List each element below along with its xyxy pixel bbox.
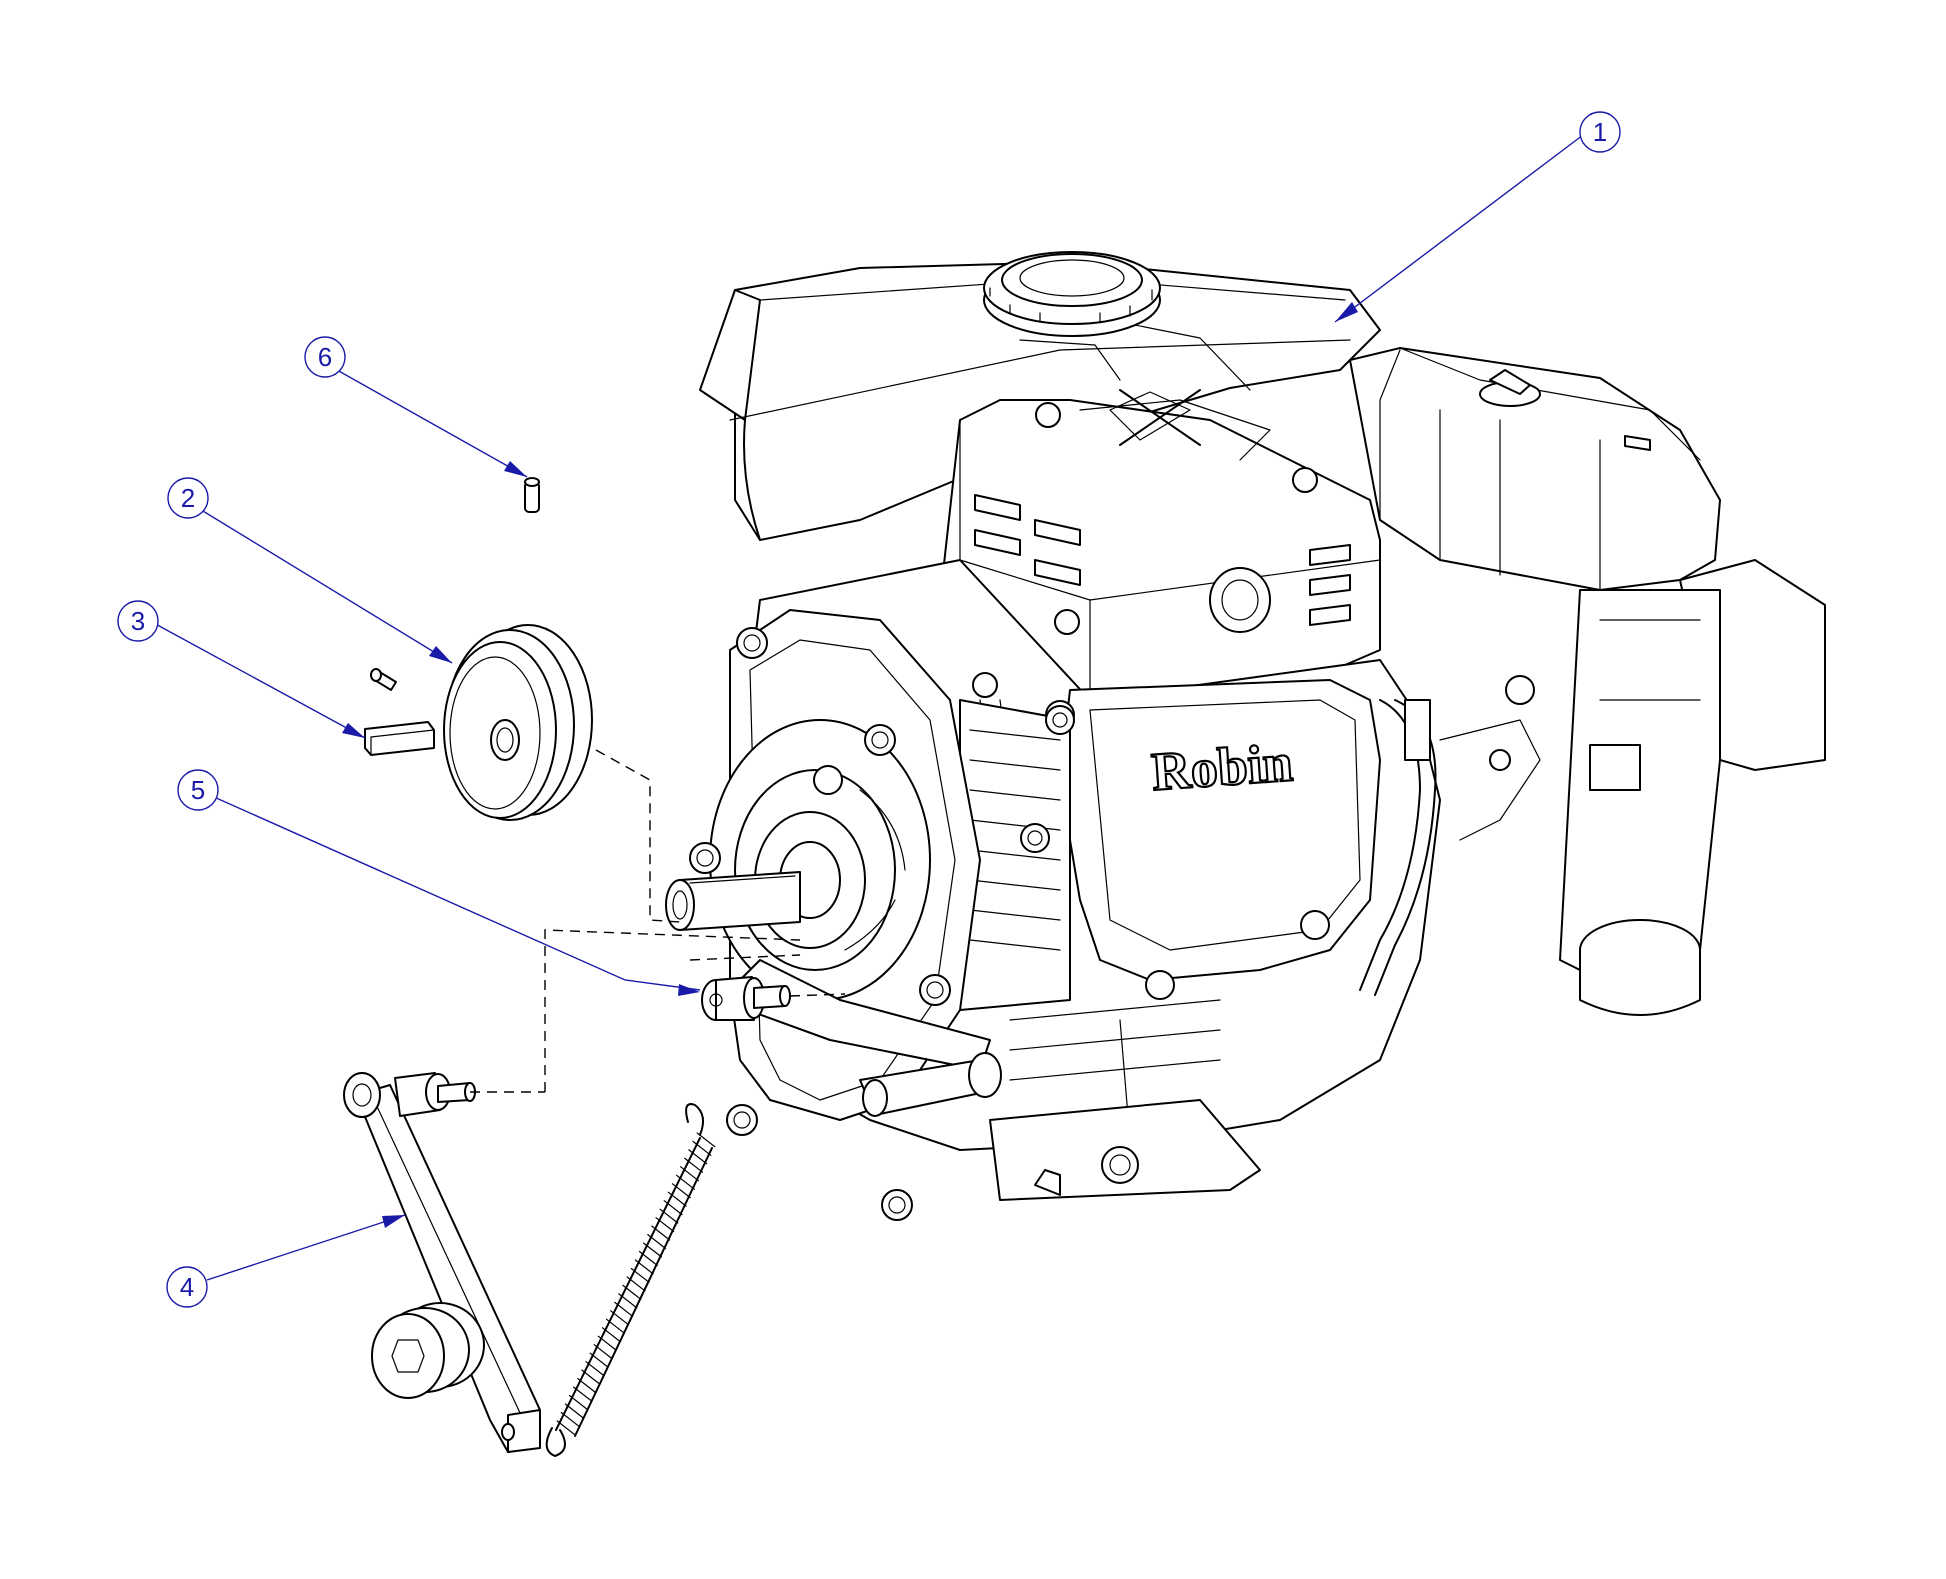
recoil-starter	[1559, 559, 1826, 1016]
tension-spring	[545, 1103, 716, 1457]
idler-pulley	[371, 1302, 485, 1399]
shaft-key	[364, 721, 435, 756]
callout-3[interactable]: 3	[117, 600, 366, 739]
callout-5-label: 5	[191, 775, 205, 805]
engine-assembly: Robin	[665, 251, 1826, 1221]
roll-pin	[524, 477, 540, 513]
idler-arm	[343, 1072, 541, 1453]
crankshaft	[665, 871, 801, 931]
callout-4[interactable]: 4	[166, 1214, 406, 1308]
callout-6-label: 6	[318, 342, 332, 372]
callout-4-label: 4	[180, 1272, 194, 1302]
callout-2-label: 2	[181, 483, 195, 513]
callout-1[interactable]: 1	[1334, 111, 1621, 323]
callout-2[interactable]: 2	[167, 477, 453, 664]
pulley-set-pin	[370, 668, 397, 691]
callout-3-label: 3	[131, 606, 145, 636]
pulley	[443, 624, 593, 821]
fuel-line	[1359, 675, 1541, 996]
valve-cover: Robin	[1005, 679, 1381, 1000]
flange-bolts	[689, 627, 1075, 1221]
air-cleaner	[1349, 347, 1721, 591]
brand-logo: Robin	[1150, 732, 1295, 802]
shoulder-bolt	[701, 976, 791, 1021]
fuel-cap	[983, 251, 1161, 337]
callout-6[interactable]: 6	[304, 336, 528, 478]
callout-1-label: 1	[1593, 117, 1607, 147]
assembly-lines	[470, 749, 846, 1093]
cylinder-shroud	[939, 389, 1381, 701]
callout-5[interactable]: 5	[177, 769, 701, 996]
